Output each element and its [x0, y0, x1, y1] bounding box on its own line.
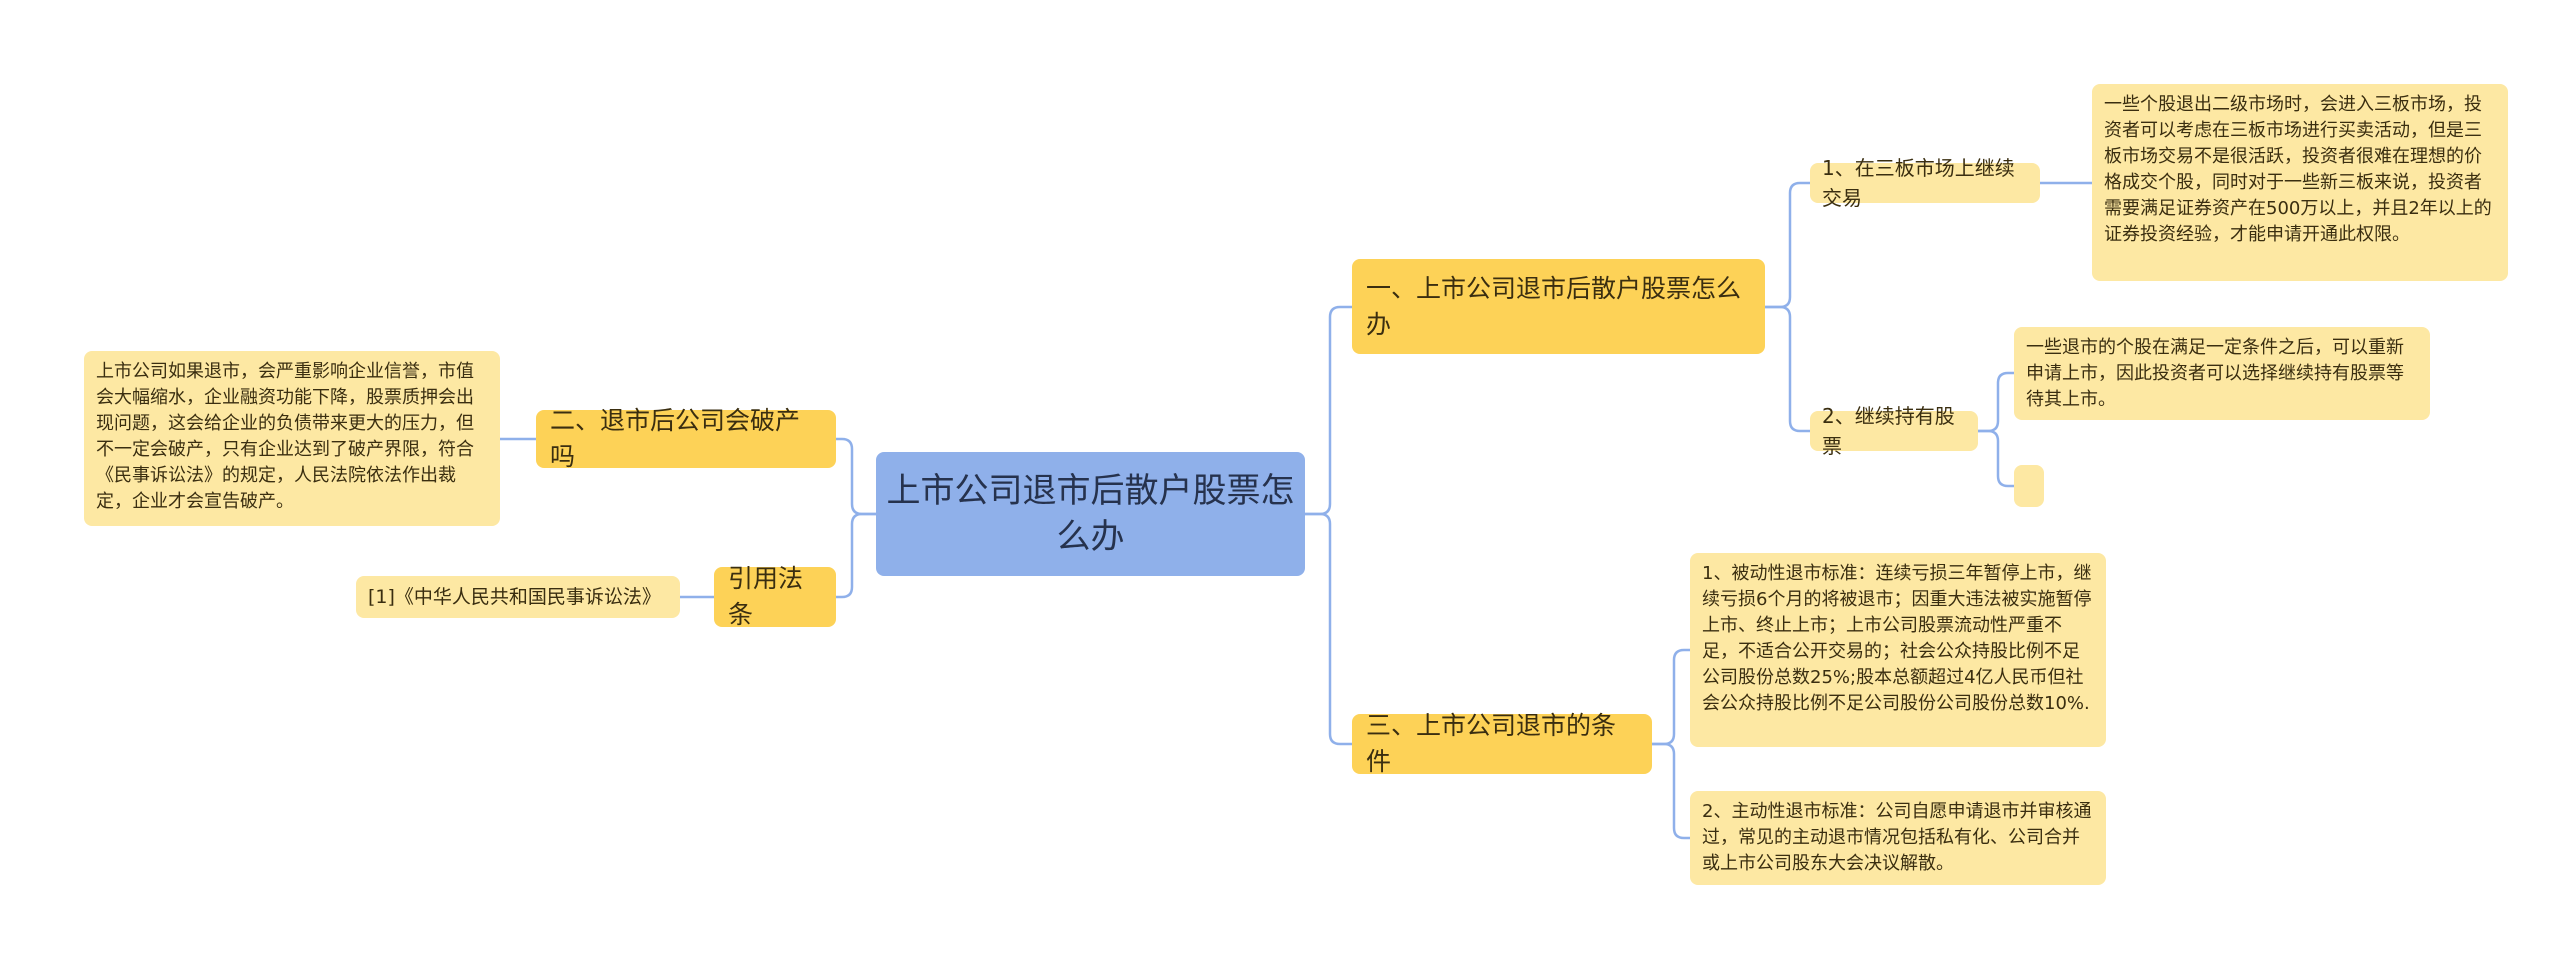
link-root-branch-two — [836, 437, 876, 516]
branch-one-sub1-node[interactable]: 1、在三板市场上继续交易 — [1810, 156, 2040, 210]
link-root-branch-three — [1305, 512, 1352, 746]
branch-two-node[interactable]: 二、退市后公司会破产吗 — [536, 406, 836, 471]
branch-three-item1-text: 1、被动性退市标准：连续亏损三年暂停上市，继续亏损6个月的将被退市；因重大违法被… — [1702, 563, 2092, 714]
branch-one-sub2-detail-text: 一些退市的个股在满足一定条件之后，可以重新申请上市，因此投资者可以选择继续持有股… — [2026, 337, 2404, 410]
link-root-branch-one — [1305, 305, 1352, 516]
link-root-citation — [836, 512, 876, 599]
root-topic-label: 上市公司退市后散户股票怎么办 — [886, 471, 1295, 557]
citation-node[interactable]: 引用法条 — [714, 564, 836, 629]
branch-two-label: 二、退市后公司会破产吗 — [550, 406, 801, 471]
branch-two-detail-text: 上市公司如果退市，会严重影响企业信誉，市值会大幅缩水，企业融资功能下降，股票质押… — [96, 361, 474, 512]
citation-label: 引用法条 — [728, 564, 804, 629]
branch-two-detail[interactable]: 上市公司如果退市，会严重影响企业信誉，市值会大幅缩水，企业融资功能下降，股票质押… — [84, 351, 500, 526]
branch-three-item1[interactable]: 1、被动性退市标准：连续亏损三年暂停上市，继续亏损6个月的将被退市；因重大违法被… — [1690, 553, 2106, 747]
branch-one-label: 一、上市公司退市后散户股票怎么办 — [1366, 273, 1742, 339]
branch-one-sub1-detail[interactable]: 一些个股退出二级市场时，会进入三板市场，投资者可以考虑在三板市场进行买卖活动，但… — [2092, 84, 2508, 281]
citation-ref-node[interactable]: [1]《中华人民共和国民事诉讼法》 — [356, 576, 680, 618]
branch-one-sub1-detail-text: 一些个股退出二级市场时，会进入三板市场，投资者可以考虑在三板市场进行买卖活动，但… — [2104, 94, 2492, 245]
link-branch-one-sub1 — [1765, 181, 1810, 309]
citation-ref-text: [1]《中华人民共和国民事诉讼法》 — [368, 586, 661, 608]
branch-one-sub2-node[interactable]: 2、继续持有股票 — [1810, 404, 1978, 458]
branch-one-sub2-empty-node[interactable] — [2014, 465, 2044, 507]
branch-one-sub2-label: 2、继续持有股票 — [1822, 404, 1955, 458]
link-branch-three-item2 — [1652, 742, 1690, 840]
link-sub2-detail — [1978, 371, 2014, 433]
link-branch-one-sub2 — [1765, 305, 1810, 433]
branch-three-node[interactable]: 三、上市公司退市的条件 — [1352, 711, 1652, 776]
branch-one-sub2-detail[interactable]: 一些退市的个股在满足一定条件之后，可以重新申请上市，因此投资者可以选择继续持有股… — [2014, 327, 2430, 420]
branch-three-label: 三、上市公司退市的条件 — [1366, 711, 1617, 776]
link-sub2-extra — [1978, 429, 2014, 488]
root-topic[interactable]: 上市公司退市后散户股票怎么办 — [876, 452, 1305, 576]
branch-three-item2-text: 2、主动性退市标准：公司自愿申请退市并审核通过，常见的主动退市情况包括私有化、公… — [1702, 801, 2092, 874]
branch-three-item2[interactable]: 2、主动性退市标准：公司自愿申请退市并审核通过，常见的主动退市情况包括私有化、公… — [1690, 791, 2106, 885]
link-branch-three-item1 — [1652, 648, 1690, 746]
branch-one-node[interactable]: 一、上市公司退市后散户股票怎么办 — [1352, 259, 1765, 354]
branch-one-sub1-label: 1、在三板市场上继续交易 — [1822, 156, 2015, 210]
